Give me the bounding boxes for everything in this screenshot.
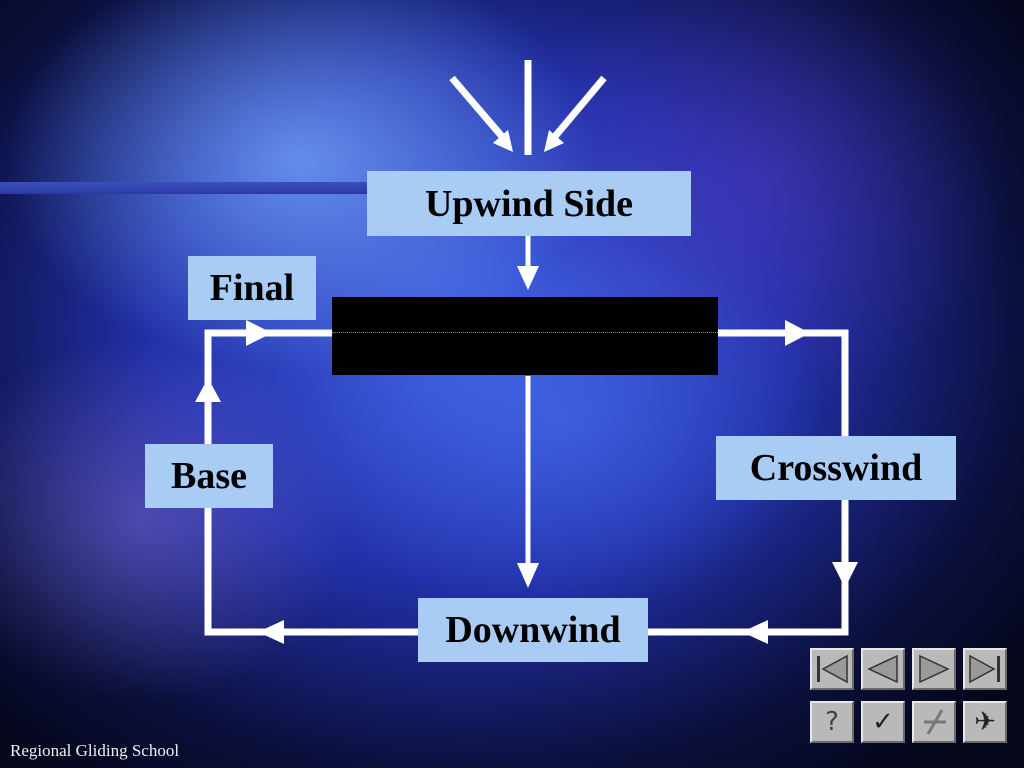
help-button[interactable]: ? bbox=[810, 701, 854, 743]
crosswind-label: Crosswind bbox=[716, 436, 956, 500]
previous-icon bbox=[867, 654, 898, 684]
check-button[interactable]: ✓ bbox=[861, 701, 905, 743]
airplane-icon: ✈ bbox=[974, 707, 996, 737]
help-icon: ? bbox=[825, 707, 839, 737]
last-slide-button[interactable] bbox=[963, 648, 1007, 690]
crosswind-leg-arrowhead bbox=[832, 562, 858, 588]
footer-text: Regional Gliding School bbox=[10, 741, 180, 760]
slash-icon bbox=[924, 709, 946, 735]
aircraft-button[interactable]: ✈ bbox=[963, 701, 1007, 743]
wind-arrow-right bbox=[549, 75, 607, 143]
upwind-to-runway-head bbox=[517, 266, 539, 290]
wind-arrow-left bbox=[449, 75, 508, 143]
wind-arrow-right-head bbox=[544, 130, 564, 152]
runway-centerline bbox=[332, 332, 718, 333]
final-leg-arrowhead bbox=[246, 320, 272, 346]
base-label: Base bbox=[145, 444, 273, 508]
next-slide-button[interactable] bbox=[912, 648, 956, 690]
first-icon bbox=[817, 654, 848, 684]
runway bbox=[332, 297, 718, 375]
title-accent-bar bbox=[0, 182, 372, 194]
wind-arrow-left-head bbox=[493, 130, 513, 152]
downwind-label: Downwind bbox=[418, 598, 648, 662]
upwind-leg-arrowhead bbox=[785, 320, 810, 346]
disabled-action-button[interactable] bbox=[912, 701, 956, 743]
base-leg-arrowhead bbox=[195, 378, 221, 402]
final-label: Final bbox=[188, 256, 316, 320]
downwind-leg-arrowhead-left bbox=[258, 620, 284, 644]
first-slide-button[interactable] bbox=[810, 648, 854, 690]
runway-to-downwind-head bbox=[517, 563, 539, 588]
previous-slide-button[interactable] bbox=[861, 648, 905, 690]
last-icon bbox=[969, 654, 1000, 684]
downwind-leg-arrowhead-right bbox=[742, 620, 768, 644]
check-icon: ✓ bbox=[872, 707, 894, 737]
next-icon bbox=[919, 654, 950, 684]
upwind-side-label: Upwind Side bbox=[367, 171, 691, 236]
